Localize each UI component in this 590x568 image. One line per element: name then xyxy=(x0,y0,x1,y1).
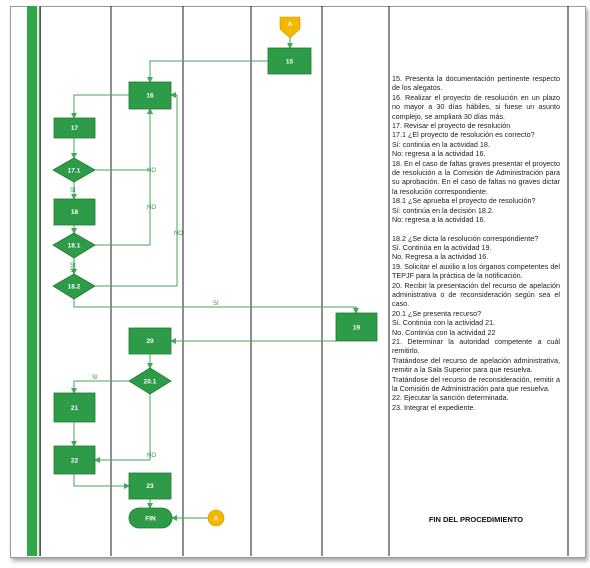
label-si-18-2a: SI xyxy=(70,268,76,274)
node-23-label: 23 xyxy=(146,483,154,490)
decision-17-1-label: 17.1 xyxy=(68,168,81,175)
end-of-procedure-title: FIN DEL PROCEDIMIENTO xyxy=(428,515,524,524)
edge-20-1-no xyxy=(94,394,151,463)
node-15-box xyxy=(267,47,312,75)
edge-18-2-si xyxy=(73,299,359,314)
decision-20-1-label: 20.1 xyxy=(144,379,157,386)
node-15-label: 15 xyxy=(286,59,294,66)
step-18-text: 18. En el caso de faltas graves presenta… xyxy=(392,158,560,196)
node-18-box xyxy=(53,198,96,226)
step-23-text: 23. Integrar el expediente. xyxy=(392,402,476,412)
step-18-2-yes: Sí. Continúa en la actividad 19. xyxy=(392,242,492,252)
start-connector: A xyxy=(279,16,301,39)
node-21-box xyxy=(53,392,96,423)
node-23-box xyxy=(128,472,172,500)
step-20-text: 20. Recibir la presentación del recurso … xyxy=(392,280,560,309)
step-17-1-no: No: regresa a la actividad 16. xyxy=(392,149,486,159)
decision-18-1-label: 18.1 xyxy=(68,243,81,250)
decision-17-1-shape xyxy=(52,157,96,183)
node-22-box xyxy=(53,445,96,475)
procedure-description: 15. Presenta la documentación pertinente… xyxy=(392,74,560,412)
node-17-box xyxy=(53,117,96,139)
node-20-label: 20 xyxy=(146,338,154,345)
step-17-1-question: 17.1 ¿El proyecto de resolución es corre… xyxy=(392,130,535,140)
node-16-label: 16 xyxy=(146,93,154,100)
step-21-appeal-text: Tratándose del recurso de apelación admi… xyxy=(392,355,560,375)
node-17-label: 17 xyxy=(71,125,79,132)
decision-20-1: 20.1 xyxy=(128,367,172,395)
step-18-2-no: No. Regresa a la actividad 16. xyxy=(392,252,489,262)
flowchart-frame xyxy=(10,6,586,558)
step-22-text: 22. Ejecutar la sanción determinada. xyxy=(392,393,509,403)
node-18-label: 18 xyxy=(71,209,79,216)
start-connector-label: A xyxy=(288,21,293,28)
label-si-20-1: SI xyxy=(92,375,98,381)
label-si-18-1: SI xyxy=(70,263,76,269)
node-15: 15 xyxy=(267,47,312,75)
label-no-18-2: NO xyxy=(174,231,183,237)
node-17: 17 xyxy=(53,117,96,139)
decision-20-1-shape xyxy=(128,367,172,395)
node-16: 16 xyxy=(128,81,172,110)
step-18-1-yes: Sí: continúa en la decisión 18.2. xyxy=(392,205,494,215)
decision-18-2-label: 18.2 xyxy=(68,284,81,291)
edge-15-16 xyxy=(147,60,268,83)
step-21-reconsideration-text: Tratándose del recurso de reconsideració… xyxy=(392,374,560,393)
step-20-1-question: 20.1 ¿Se presenta recurso? xyxy=(392,308,482,318)
step-15-text: 15. Presenta la documentación pertinente… xyxy=(392,74,560,93)
edge-17-1-no xyxy=(95,108,153,171)
step-19-text: 19. Solicitar el auxilio a los órganos c… xyxy=(392,261,560,281)
end-connector: A xyxy=(207,509,225,527)
terminator-fin-label: FIN xyxy=(145,516,156,523)
edge-16-17 xyxy=(71,94,129,119)
step-20-1-yes: Sí. Continúa con la actividad 21. xyxy=(392,318,496,328)
decision-18-1: 18.1 xyxy=(52,232,96,259)
swimlane-grid xyxy=(27,6,569,556)
node-18: 18 xyxy=(53,198,96,226)
step-18-1-no: No: regresa a la actividad 16. xyxy=(392,215,486,225)
decision-18-1-shape xyxy=(52,232,96,259)
edges xyxy=(71,35,359,521)
connector-circle xyxy=(207,509,225,527)
left-accent-bar xyxy=(27,6,37,556)
node-20-box xyxy=(128,327,172,355)
label-si-18-2b: SI xyxy=(213,301,219,307)
node-16-box xyxy=(128,81,172,110)
left-accent-highlight xyxy=(37,6,40,556)
step-18-1-question: 18.1 ¿Se aprueba el proyecto de resoluci… xyxy=(392,196,536,206)
step-21-text: 21. Determinar la autoridad competente a… xyxy=(392,336,560,356)
step-17-1-yes: Sí: continúa en la actividad 18. xyxy=(392,139,490,149)
decision-18-2: 18.2 xyxy=(52,273,96,300)
offpage-connector-shape xyxy=(279,16,301,39)
node-22-label: 22 xyxy=(71,458,79,465)
edge-22-23 xyxy=(73,474,130,489)
node-19-box xyxy=(335,312,378,342)
step-16-text: 16. Realizar el proyecto de resolución e… xyxy=(392,92,560,121)
node-23: 23 xyxy=(128,472,172,500)
label-no-17-1: NO xyxy=(147,168,156,174)
node-21: 21 xyxy=(53,392,96,423)
label-no-18-1: NO xyxy=(147,205,156,211)
terminator-fin: FIN xyxy=(128,507,173,529)
node-19: 19 xyxy=(335,312,378,342)
terminator-fin-shape xyxy=(128,507,173,529)
node-20: 20 xyxy=(128,327,172,355)
node-22: 22 xyxy=(53,445,96,475)
edge-18-1-no xyxy=(95,108,153,246)
edge-18-2-no xyxy=(95,92,178,287)
step-20-1-no: No. Continúa con la actividad 22 xyxy=(392,327,496,337)
step-18-2-question: 18.2 ¿Se dicta la resolución correspondi… xyxy=(392,233,539,243)
decision-18-2-shape xyxy=(52,273,96,300)
node-19-label: 19 xyxy=(353,325,361,332)
end-connector-label: A xyxy=(214,516,219,523)
edge-labels: NO SI NO SI NO SI SI SI NO xyxy=(70,168,219,459)
label-no-20-1: NO xyxy=(147,453,156,459)
step-17-text: 17. Revisar el proyecto de resolución xyxy=(392,121,511,131)
edge-20-1-si xyxy=(71,380,129,394)
label-si-17-1: SI xyxy=(70,188,76,194)
node-21-label: 21 xyxy=(71,405,79,412)
decision-17-1: 17.1 xyxy=(52,157,96,183)
